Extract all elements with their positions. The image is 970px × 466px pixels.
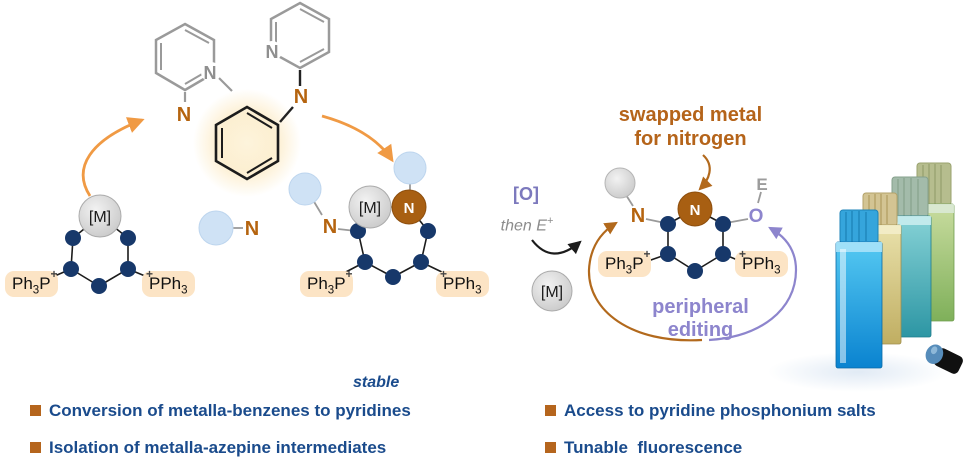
cuvette-photo [768,162,963,392]
phosphine-box-2-left: Ph3P+ [300,267,353,297]
swapped-metal-arrow [698,154,713,191]
gray-substituent-ball [604,167,636,199]
peripheral-edit-arrow-right [708,226,798,342]
bullet-text: Isolation of metalla-azepine intermediat… [49,438,387,457]
annotation-line: for nitrogen [634,128,747,150]
pyridine2-ring-nitrogen: N [266,42,279,62]
pyridine-ring-2: N N [262,1,331,123]
phosphonium-charge: + [643,247,651,261]
phosphine-text: PPh [443,274,476,293]
ring-n-backer [262,41,282,61]
peripheral-edit-arrow-left [587,221,703,342]
bullet-item-conversion: Conversion of metalla-benzenes to pyridi… [30,401,530,421]
phosphonium-charge: + [146,267,154,281]
product-ring-nitrogen: N [690,202,701,219]
phosphonium-charge: + [345,267,353,281]
annotation-line: editing [667,319,734,341]
small-vial [925,344,963,374]
cuvette-shadow [768,352,948,392]
phosphine-text: PPh [149,274,182,293]
benzene-glow [193,89,301,197]
pyridine1-ring-nitrogen: N [204,63,217,83]
pyridine1-exocyclic-nitrogen: N [177,104,191,126]
annotation-line: peripheral [652,296,749,318]
benzene-ring [193,89,301,197]
phosphine-text: Ph [307,274,328,293]
reaction-arrow [531,239,582,255]
metal-circle [531,270,573,312]
phosphine-box-2-right: PPh3+ [436,267,489,297]
reagent-nitrogen: N [245,218,259,240]
substituent-ball [288,172,322,206]
pyridine2-exocyclic-nitrogen: N [294,86,308,108]
bullet-text: Tunable fluorescence [564,438,743,457]
pyridine-product: N E O N [604,167,768,279]
cuvette-blue [835,209,883,369]
phosphonium-charge: + [50,267,58,281]
metalla-azepine: N [M] N [288,151,447,285]
electrophile-label: E [756,175,767,194]
metal-label-1: [M] [89,209,111,226]
azepine-exo-nitrogen: N [323,216,337,238]
phosphine-box-3-right: PPh3+ [735,247,788,277]
bullet-square [545,405,556,416]
azepine-ring-nitrogen: N [404,200,415,217]
orange-arrow-to-azepine [321,114,394,163]
metal-label-2: [M] [359,200,381,217]
bullet-item-tunable: Tunable fluorescence [545,438,965,458]
reaction-conditions: [O] [M] [513,184,582,312]
metal-circle [78,194,122,238]
phosphine-box-1-right: PPh3+ [142,267,195,297]
bullet-square [30,405,41,416]
metal-removed-label: [M] [541,284,563,301]
phosphonium-charge: + [440,267,448,281]
ring-nitrogen-circle [391,189,427,225]
then-electrophile-label: then E+ [500,215,554,235]
nitrene-reagent: N [198,210,259,246]
phosphine-box-1-left: Ph3P+ [5,267,58,297]
oxidant-label: [O] [513,184,539,204]
phosphine-text: Ph [12,274,33,293]
bullet-item-access: Access to pyridine phosphonium salts [545,401,965,421]
bullet-item-isolation: Isolation of metalla-azepine intermediat… [30,438,530,458]
bullet-text: Conversion of metalla-benzenes to pyridi… [49,401,411,420]
bullet-text: Access to pyridine phosphonium salts [564,401,876,420]
product-exo-nitrogen: N [631,205,645,227]
phosphine-box-3-left: Ph3P+ [598,247,651,277]
ring-n-backer [201,62,221,82]
orange-arrow-to-pyridine [81,117,145,197]
substituent-ball [393,151,427,185]
bullet-square [30,442,41,453]
phosphonium-charge: + [739,247,747,261]
pyridine-ring-1: N N [154,22,233,126]
label-stable: stable [353,374,400,391]
annotation-peripheral-editing: peripheral editing [628,296,773,342]
oxygen-label: O [749,206,764,227]
metallabenzene: [M] [49,194,151,294]
metal-circle [348,185,392,229]
phosphine-text: Ph [605,254,626,273]
ring-nitrogen-circle [677,191,713,227]
phosphine-text: PPh [742,254,775,273]
annotation-line: swapped metal [618,104,763,126]
annotation-swapped-metal: swapped metal for nitrogen [598,103,783,151]
bullet-square [545,442,556,453]
